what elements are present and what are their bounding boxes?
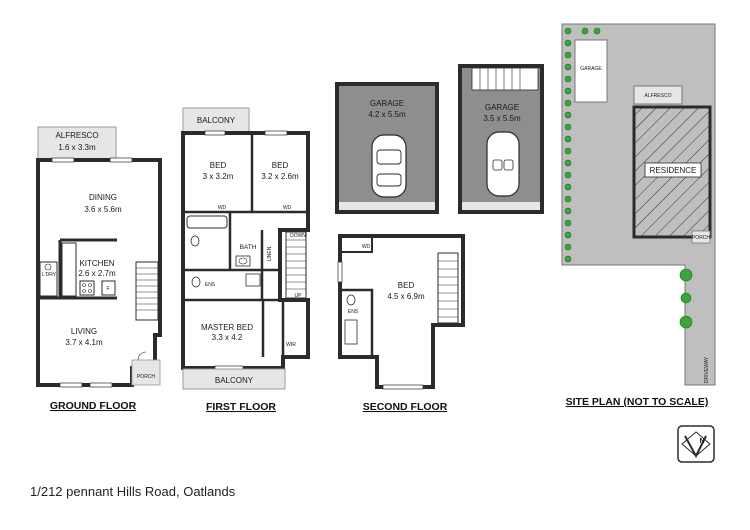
second-bed-label: BED	[398, 281, 415, 290]
living-dims: 3.7 x 4.1m	[65, 338, 103, 347]
laundry-label: L'DRY	[42, 272, 57, 278]
garage1-label: GARAGE	[370, 99, 404, 108]
bed1-label: BED	[210, 161, 227, 170]
living-label: LIVING	[71, 327, 97, 336]
linen-label: LINEN	[267, 246, 273, 261]
master-bed-label: MASTER BED	[201, 323, 253, 332]
wir-label: WIR	[286, 342, 296, 348]
kitchen-dims: 2.6 x 2.7m	[78, 269, 116, 278]
site-alfresco	[633, 85, 683, 105]
balcony-bottom-label: BALCONY	[215, 376, 254, 385]
balcony-top	[182, 107, 250, 133]
site-plan-title: SITE PLAN (NOT TO SCALE)	[566, 396, 709, 408]
down-label: DOWN	[290, 233, 306, 239]
second-floor-walls	[338, 234, 465, 389]
ens-second-label: ENS	[348, 309, 359, 315]
master-bed-dims: 3.3 x 4.2	[212, 333, 243, 342]
bed1-dims: 3 x 3.2m	[203, 172, 234, 181]
ground-floor-title: GROUND FLOOR	[50, 400, 137, 412]
kitchen-label: KITCHEN	[79, 259, 114, 268]
balcony-top-label: BALCONY	[197, 116, 236, 125]
garage2-dims: 3.5 x 5.5m	[483, 114, 521, 123]
driveway-label: DRIVEWAY	[704, 356, 710, 383]
garage1-dims: 4.2 x 5.5m	[368, 110, 406, 119]
up-label: UP	[295, 293, 303, 299]
porch-area	[131, 359, 161, 386]
residence-label: RESIDENCE	[650, 166, 697, 175]
bed2-dims: 3.2 x 2.6m	[261, 172, 299, 181]
second-floor-plan	[337, 234, 465, 390]
wd-second-label: WD	[362, 244, 371, 250]
first-floor-walls	[181, 131, 310, 370]
bed2-label: BED	[272, 161, 289, 170]
garage-2	[458, 64, 544, 214]
dining-label: DINING	[89, 193, 117, 202]
site-plan	[561, 23, 716, 386]
bath-label: BATH	[240, 244, 257, 251]
first-floor-title: FIRST FLOOR	[206, 401, 276, 413]
site-garage	[574, 39, 608, 103]
ground-floor-plan	[36, 126, 162, 388]
alfresco-label: ALFRESCO	[55, 131, 98, 140]
alfresco-dims: 1.6 x 3.3m	[58, 143, 96, 152]
dining-dims: 3.6 x 5.6m	[84, 205, 122, 214]
site-garage-label: GARAGE	[580, 66, 602, 72]
fridge-label: F	[106, 286, 109, 292]
alfresco-area	[37, 126, 117, 160]
balcony-bottom	[182, 368, 286, 390]
second-floor-title: SECOND FLOOR	[363, 401, 448, 413]
ens-first-label: ENS	[205, 282, 216, 288]
site-porch-label: PORCH	[692, 235, 710, 241]
site-alfresco-label: ALFRESCO	[645, 93, 672, 99]
north-compass-icon	[677, 425, 715, 463]
wd2-label: WD	[283, 205, 292, 211]
property-address: 1/212 pennant Hills Road, Oatlands	[30, 484, 236, 499]
second-bed-dims: 4.5 x 6.9m	[387, 292, 425, 301]
wd1-label: WD	[218, 205, 227, 211]
compass-letter: N	[699, 438, 704, 445]
garage-1	[335, 82, 439, 214]
first-floor-plan	[181, 107, 310, 390]
porch-label: PORCH	[137, 374, 155, 380]
garage2-label: GARAGE	[485, 103, 519, 112]
